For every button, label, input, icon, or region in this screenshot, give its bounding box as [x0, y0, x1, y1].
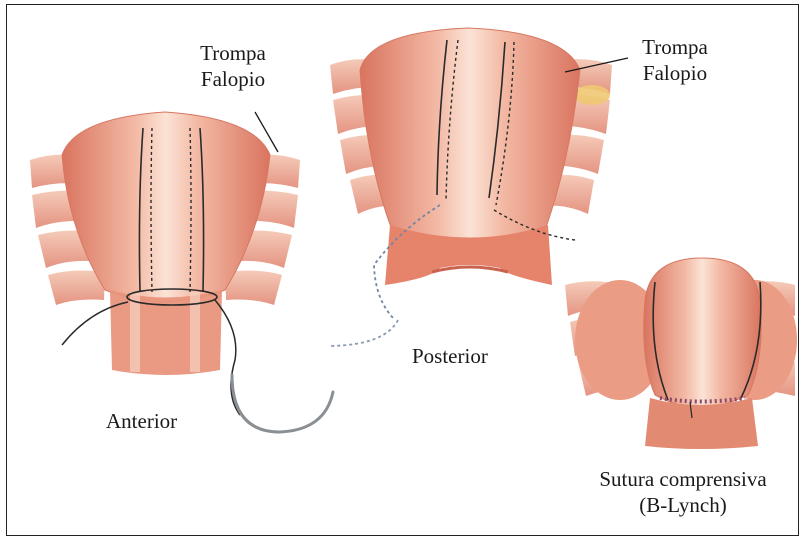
tube-right-line2: Falopio: [620, 60, 730, 86]
tube-left-line1: Trompa: [178, 40, 288, 66]
tube-left-line2: Falopio: [178, 66, 288, 92]
uterus-anterior: [30, 112, 333, 432]
compressive-suture-label: Sutura comprensiva (B-Lynch): [572, 466, 794, 518]
posterior-label: Posterior: [412, 343, 488, 369]
compressive-line1: Sutura comprensiva: [572, 466, 794, 492]
tube-right-label: Trompa Falopio: [620, 34, 730, 86]
compressive-line2: (B-Lynch): [572, 492, 794, 518]
tube-left-label: Trompa Falopio: [178, 40, 288, 92]
tube-right-line1: Trompa: [620, 34, 730, 60]
uterus-compressed: [565, 258, 797, 449]
anterior-label: Anterior: [106, 408, 177, 434]
